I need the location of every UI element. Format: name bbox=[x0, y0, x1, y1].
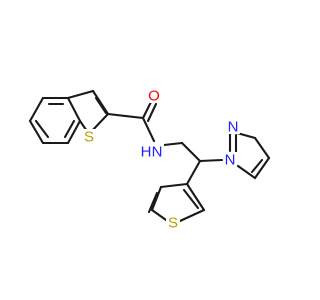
pyrazole-nitrogen-1-atom: N bbox=[223, 152, 237, 169]
bond-lines bbox=[28, 89, 271, 223]
pyrazole-nitrogen-2-label: N bbox=[228, 119, 239, 136]
thiophene-ring bbox=[147, 182, 206, 223]
benzothiophene-sulfur-atom: S bbox=[82, 129, 96, 146]
amide-hydrogen-label: H bbox=[141, 144, 152, 161]
atom-labels: O N H S N N S bbox=[82, 88, 240, 232]
thiophene-sulfur-atom: S bbox=[166, 215, 180, 232]
oxygen-atom-label: O bbox=[148, 88, 160, 105]
carboxamide-group bbox=[106, 100, 184, 147]
pyrazole-nitrogen-2-atom: N bbox=[226, 119, 240, 136]
amide-nitrogen-label: N bbox=[152, 144, 163, 161]
amide-nitrogen-atom: N H bbox=[141, 144, 164, 161]
benzene-ring bbox=[28, 96, 82, 145]
pyrazole-nitrogen-1-label: N bbox=[225, 152, 236, 169]
ethyl-linker bbox=[180, 141, 224, 186]
benzothiophene-sulfur-label: S bbox=[84, 129, 94, 146]
molecule-structure-diagram: O N H S N N S bbox=[28, 88, 271, 232]
oxygen-atom: O bbox=[147, 88, 161, 105]
thiophene-sulfur-label: S bbox=[168, 215, 178, 232]
